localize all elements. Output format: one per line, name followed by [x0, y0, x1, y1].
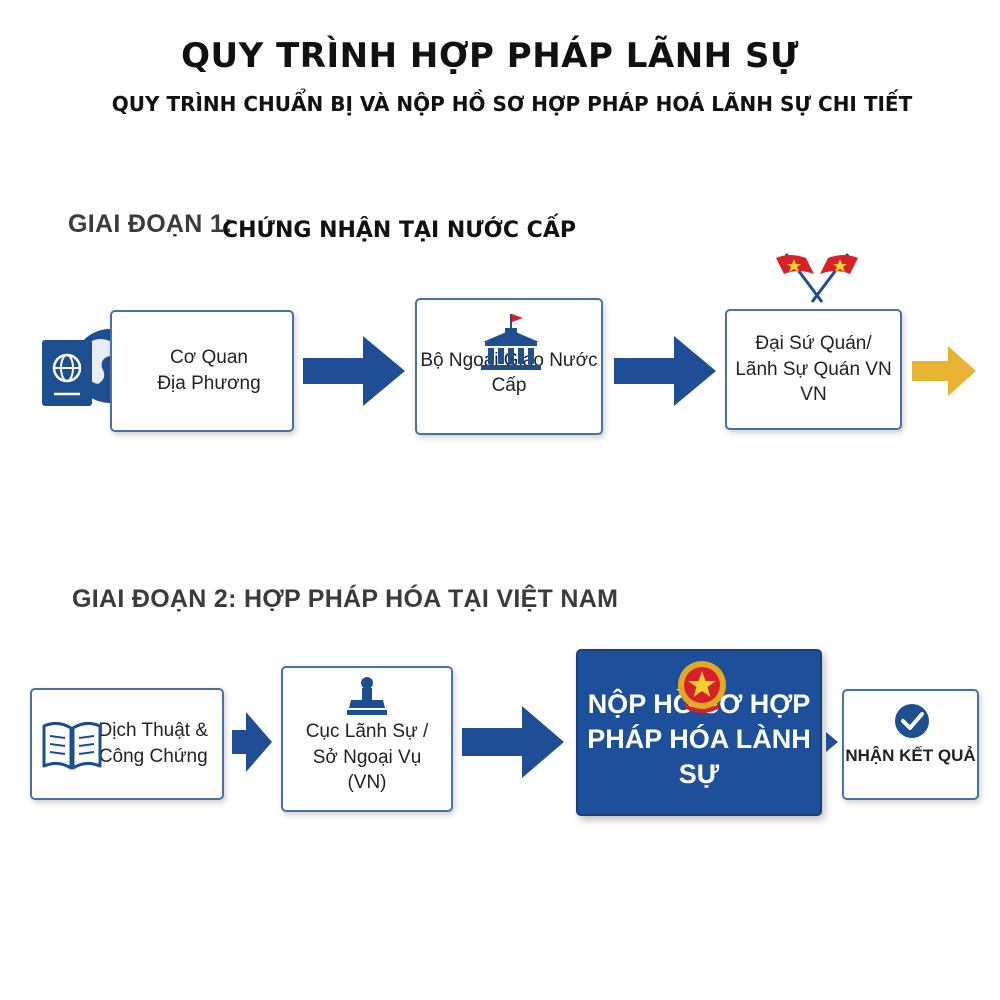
page-subtitle: QUY TRÌNH CHUẨN BỊ VÀ NỘP HỒ SƠ HỢP PHÁP…	[111, 92, 913, 116]
step-label: NỘP HỒ SƠ HỢP PHÁP HÓA LÀNH SỰ	[587, 688, 811, 789]
step-local-agency: Cơ Quan Địa Phương	[110, 310, 294, 432]
arrow-right-icon	[614, 334, 718, 408]
step-label: Đại Sứ Quán/ Lãnh Sự Quán VN VN	[735, 333, 892, 406]
stage2-label: GIAI ĐOẠN 2: HỢP PHÁP HÓA TẠI VIỆT NAM	[72, 585, 619, 613]
open-book-icon	[40, 718, 104, 772]
step-submit-dossier: NỘP HỒ SƠ HỢP PHÁP HÓA LÀNH SỰ	[576, 649, 822, 816]
arrow-right-icon	[232, 710, 274, 774]
vietnam-flags-icon	[772, 248, 862, 304]
arrow-right-icon	[912, 346, 978, 396]
arrow-right-icon	[826, 732, 840, 752]
step-label: Dịch Thuật & Công Chứng	[98, 720, 208, 767]
step-label: NHẬN KẾT QUẢ	[845, 746, 976, 766]
arrow-right-icon	[462, 704, 566, 780]
step-receive-result: NHẬN KẾT QUẢ	[842, 689, 979, 800]
government-building-icon	[477, 310, 545, 372]
national-emblem-icon	[674, 659, 730, 715]
check-circle-icon	[894, 703, 930, 739]
step-label: Cục Lãnh Sự / Sở Ngoại Vụ (VN)	[305, 721, 429, 794]
step-foreign-ministry: Bộ Ngoại Giao Nước Cấp	[415, 298, 603, 435]
step-embassy: Đại Sứ Quán/ Lãnh Sự Quán VN VN	[725, 309, 902, 430]
step-translation-notary: Dịch Thuật & Công Chứng	[30, 688, 224, 800]
stage1-label: GIAI ĐOẠN 1:	[68, 210, 233, 238]
stage1-label-extra: CHỨNG NHẬN TẠI NƯỚC CẤP	[222, 218, 576, 243]
step-label: Cơ Quan Địa Phương	[157, 347, 261, 394]
page-title: QUY TRÌNH HỢP PHÁP LÃNH SỰ	[181, 36, 799, 76]
stamp-icon	[345, 676, 389, 718]
arrow-right-icon	[303, 334, 407, 408]
step-consular-department: Cục Lãnh Sự / Sở Ngoại Vụ (VN)	[281, 666, 453, 812]
